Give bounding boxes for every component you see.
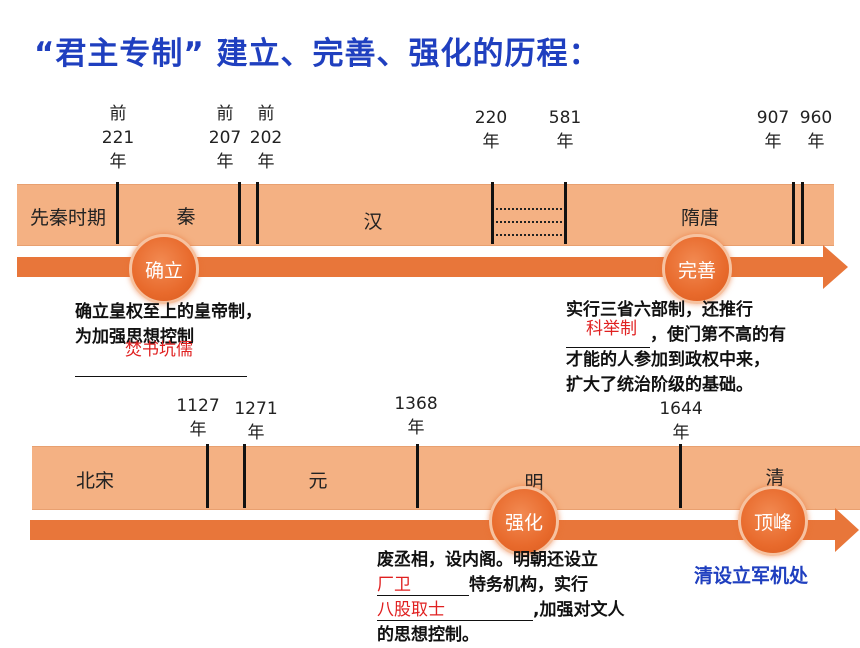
note-text: 才能的人参加到政权中来，: [566, 350, 770, 370]
year-label: 581 年: [548, 108, 582, 152]
note-text: ,加强对文人: [533, 600, 625, 620]
era-label: 清: [765, 467, 785, 489]
badge-strengthen: 强化: [489, 486, 559, 556]
note-qing: 清设立军机处: [694, 565, 809, 587]
year-label: 1644 年: [659, 399, 703, 443]
badge-perfect: 完善: [662, 234, 732, 304]
fill-blank: 焚书坑儒: [75, 340, 247, 377]
fill-answer: 科举制: [586, 319, 637, 339]
year-label: 960 年: [799, 108, 833, 152]
badge-establish: 确立: [129, 234, 199, 304]
fill-blank: 科举制: [566, 319, 650, 348]
year-label: 前 207 年: [208, 104, 242, 172]
year-label: 前 221 年: [101, 104, 135, 172]
dotted-line: [496, 221, 562, 223]
note-text: 实行三省六部制，还推行: [566, 300, 753, 320]
note-text-row: 科举制 ，使门第不高的有: [566, 319, 786, 348]
divider-line: [238, 182, 241, 244]
divider-line: [206, 444, 209, 508]
era-label: 秦: [176, 206, 196, 228]
divider-line: [679, 444, 682, 508]
year-label: 907 年: [756, 108, 790, 152]
note-text: 废丞相，设内阁。明朝还设立: [377, 550, 598, 570]
era-label: 先秦时期: [29, 207, 107, 229]
timeline-arrow: [17, 245, 848, 289]
note-text-row: 厂卫 特务机构，实行: [377, 573, 624, 598]
divider-line: [243, 444, 246, 508]
year-label: 1127 年: [176, 396, 220, 440]
year-label: 1271 年: [234, 399, 278, 443]
note-text: 的思想控制。: [377, 625, 479, 645]
note-suitang: 实行三省六部制，还推行 科举制 ，使门第不高的有 才能的人参加到政权中来， 扩大…: [566, 298, 786, 398]
fill-blank: 厂卫: [377, 575, 469, 596]
page-title: “君主专制” 建立、完善、强化的历程：: [34, 36, 601, 72]
year-label: 1368 年: [394, 394, 438, 438]
divider-line: [116, 182, 119, 244]
era-band: [32, 446, 860, 510]
badge-peak: 顶峰: [738, 486, 808, 556]
dotted-line: [496, 208, 562, 210]
dotted-line: [496, 234, 562, 236]
era-label: 北宋: [75, 470, 115, 492]
note-qin: 确立皇权至上的皇帝制， 为加强思想控制 焚书坑儒: [75, 300, 262, 377]
divider-line: [256, 182, 259, 244]
fill-answer: 八股取士: [377, 600, 445, 620]
fill-blank: 八股取士: [377, 600, 533, 621]
divider-line: [416, 444, 419, 508]
divider-line: [792, 182, 795, 244]
divider-line: [491, 182, 494, 244]
era-label: 汉: [363, 211, 383, 233]
era-label: 元: [308, 470, 328, 492]
fill-answer: 焚书坑儒: [125, 340, 193, 360]
note-text: 为加强思想控制: [75, 327, 194, 347]
note-ming: 废丞相，设内阁。明朝还设立 厂卫 特务机构，实行 八股取士 ,加强对文人 的思想控制…: [377, 548, 624, 648]
era-label: 隋唐: [680, 207, 720, 229]
note-text: ，使门第不高的有: [650, 325, 786, 345]
divider-line: [801, 182, 804, 244]
note-text: 确立皇权至上的皇帝制，: [75, 302, 262, 322]
fill-answer: 厂卫: [377, 575, 411, 595]
note-text: 扩大了统治阶级的基础。: [566, 375, 753, 395]
note-text-row: 八股取士 ,加强对文人: [377, 598, 624, 623]
note-text: 特务机构，实行: [469, 575, 588, 595]
divider-line: [564, 182, 567, 244]
year-label: 220 年: [474, 108, 508, 152]
timeline-arrow: [30, 508, 859, 552]
year-label: 前 202 年: [249, 104, 283, 172]
